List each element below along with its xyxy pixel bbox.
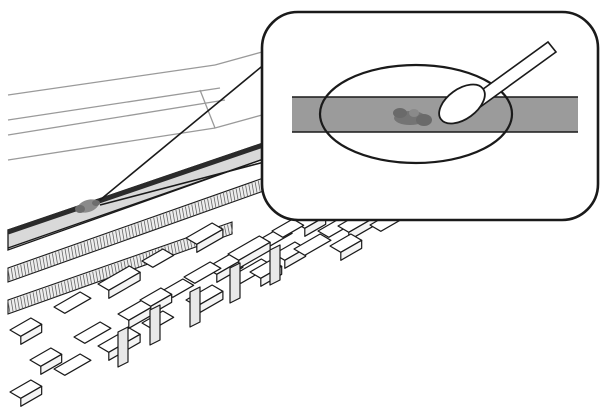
printer-frame-lines (7, 51, 263, 161)
lower-rail (7, 221, 233, 315)
magnified-strip (292, 97, 578, 132)
magnifier-callout (260, 10, 600, 222)
magnified-ink-smudge-icon (393, 108, 432, 126)
highlight-ellipse (318, 63, 514, 165)
cotton-swab-icon (438, 40, 558, 125)
printer-internal-ribs (9, 207, 408, 407)
ink-smudge-icon (75, 199, 100, 213)
callout-leader (99, 57, 273, 206)
